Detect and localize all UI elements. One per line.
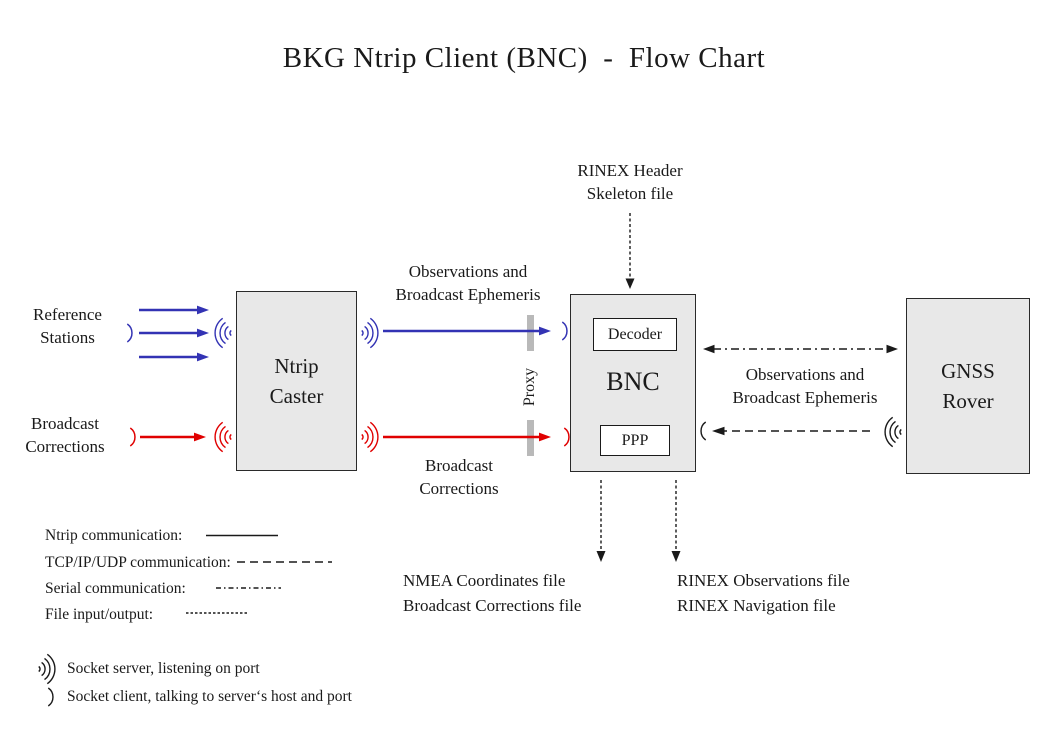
broadcast-corrections-mid-label: Broadcast Corrections [419, 456, 499, 498]
proxy-label: Proxy [521, 367, 538, 407]
page-title: BKG Ntrip Client (BNC) - Flow Chart [282, 42, 766, 74]
legend-item-serial: Serial communication: [45, 580, 186, 597]
bnc-output-arrows-icon [600, 480, 677, 552]
legend-socket-server-icon [38, 653, 56, 685]
broadcast-corrections-left-label: Broadcast Corrections [25, 414, 105, 456]
ppp-label: PPP [621, 431, 649, 449]
socket-server-rover-icon [884, 416, 902, 448]
decoder-box: Decoder [593, 318, 677, 351]
legend-item-tcp: TCP/IP/UDP communication: [45, 553, 231, 571]
bnc-output-arrowheads-icon [596, 551, 681, 562]
ntrip-caster-box: Ntrip Caster [236, 291, 357, 471]
reference-stations-label: Reference Stations [33, 305, 102, 347]
reference-stations-arrowheads-icon [197, 305, 209, 362]
socket-server-legend-label: Socket server, listening on port [67, 660, 260, 677]
decoder-label: Decoder [607, 325, 663, 343]
serial-link-left-arrowhead-icon [703, 344, 715, 354]
bnc-box: Decoder BNC PPP [570, 294, 696, 472]
corrections-stream-arrowhead-icon [539, 432, 551, 442]
socket-client-corr-icon [129, 427, 136, 447]
socket-server-caster-in-red-icon [214, 421, 232, 453]
observations-stream-arrowhead-icon [539, 326, 551, 336]
socket-client-bnc-rover-icon [700, 421, 707, 441]
legend-socket-client-icon [47, 687, 54, 707]
socket-server-caster-in-blue-icon [214, 317, 232, 349]
serial-link-right-arrowhead-icon [886, 344, 898, 354]
broadcast-corrections-in-arrowhead-icon [194, 432, 206, 442]
gnss-rover-label: GNSS Rover [941, 359, 995, 413]
rinex-header-skeleton-label: RINEX Header Skeleton file [577, 161, 683, 203]
ntrip-caster-label: Ntrip Caster [269, 354, 324, 408]
proxy-bar-top-icon [527, 315, 534, 351]
ppp-box: PPP [600, 425, 670, 456]
socket-server-caster-out-blue-icon [361, 317, 379, 349]
nmea-files-label: NMEA Coordinates file Broadcast Correcti… [403, 571, 582, 615]
bnc-label: BNC [606, 367, 660, 396]
reference-stations-arrows-icon [139, 308, 197, 359]
socket-client-bnc-corr-icon [563, 427, 570, 447]
legend-item-file: File input/output: [45, 606, 154, 623]
rinex-skeleton-arrowhead-icon [625, 278, 635, 289]
socket-client-ref-icon [126, 323, 133, 343]
socket-server-caster-out-red-icon [361, 421, 379, 453]
observations-ephemeris-left-label: Observations and Broadcast Ephemeris [395, 262, 541, 304]
observations-ephemeris-right-label: Observations and Broadcast Ephemeris [732, 365, 878, 407]
rinex-files-label: RINEX Observations file RINEX Navigation… [677, 571, 850, 615]
legend-item-ntrip: Ntrip communication: [45, 527, 183, 544]
socket-client-legend-label: Socket client, talking to server‘s host … [67, 688, 352, 705]
socket-client-bnc-obs-icon [561, 321, 568, 341]
rover-tcp-arrowhead-icon [712, 426, 725, 436]
gnss-rover-box: GNSS Rover [906, 298, 1030, 474]
